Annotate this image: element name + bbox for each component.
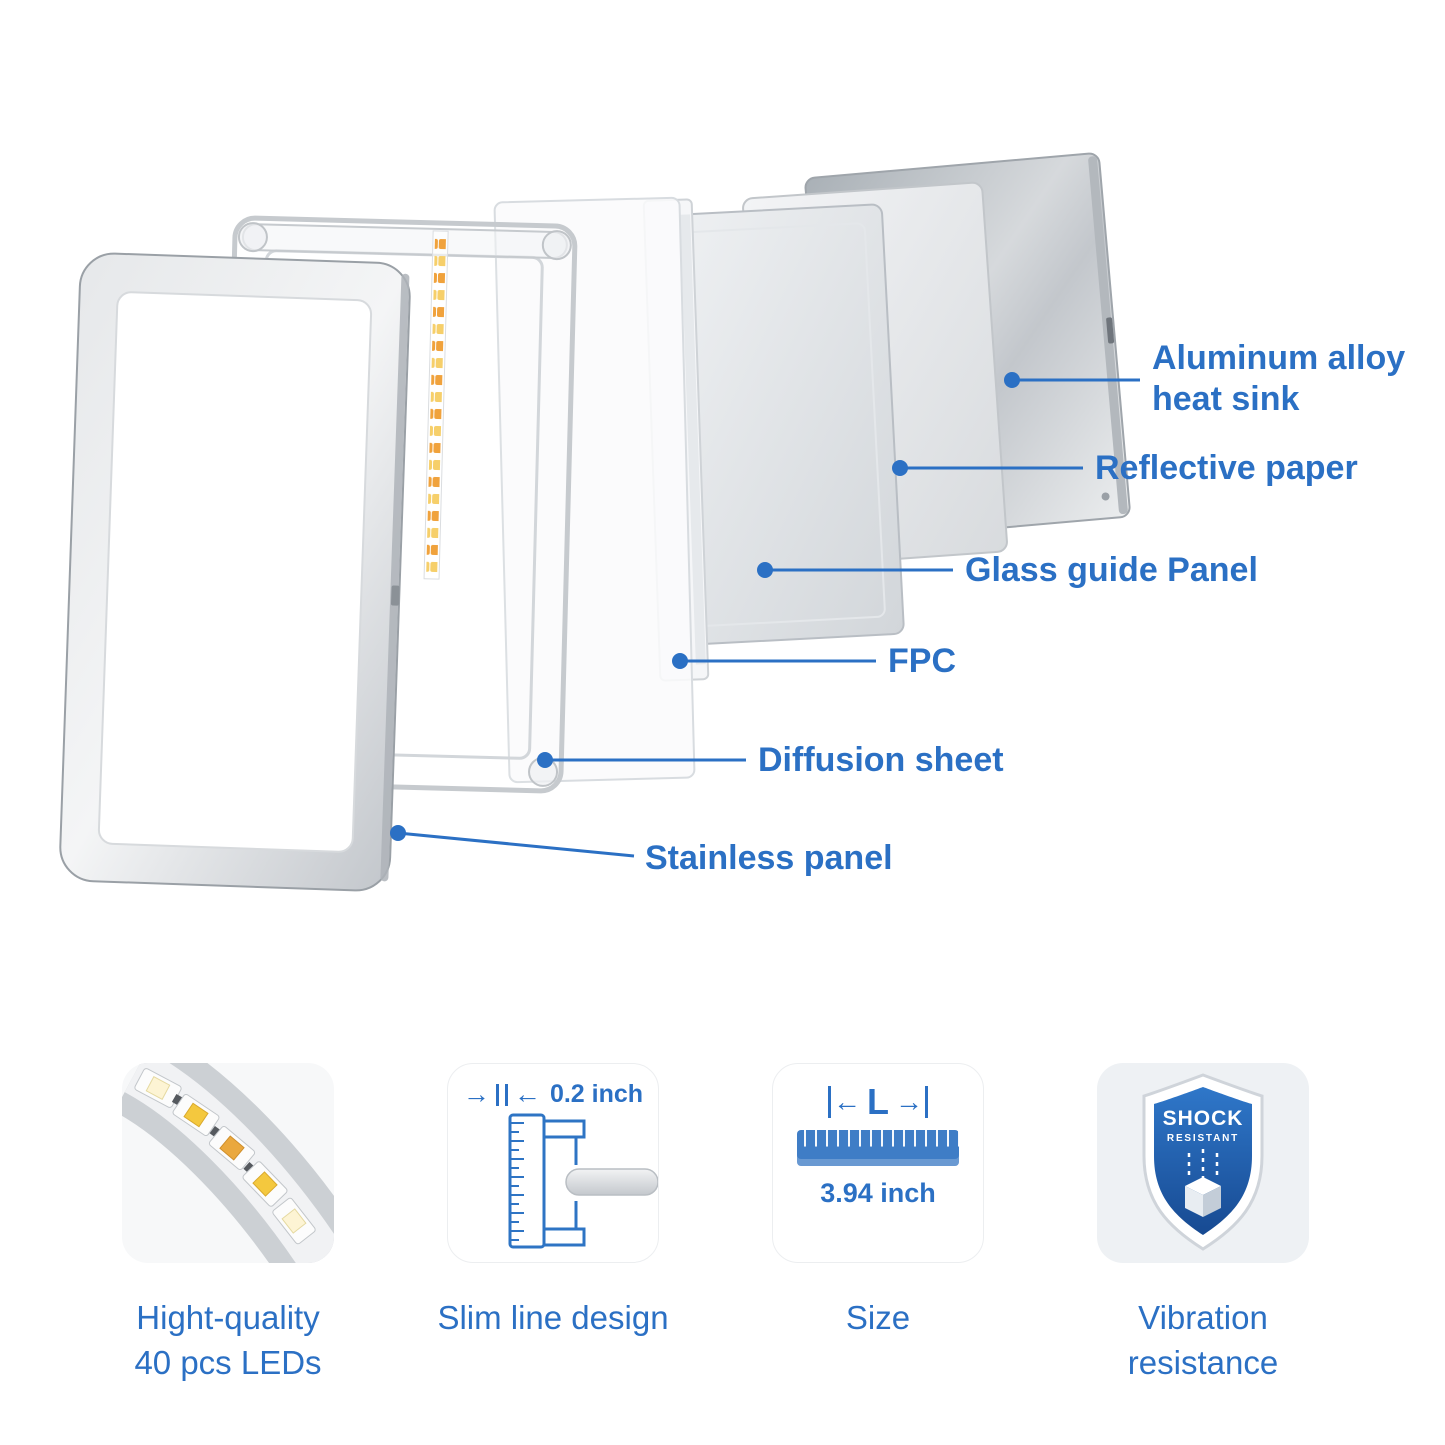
caption-text: Vibration [1138,1299,1268,1336]
dimension-label: L [867,1081,889,1122]
callout-label-fpc: FPC [888,641,956,682]
caption-size: Size [846,1295,910,1340]
callout-text: heat sink [1152,380,1300,418]
caption-leds: Hight-quality 40 pcs LEDs [134,1295,321,1385]
callout-text: FPC [888,642,956,680]
caption-text: resistance [1127,1344,1279,1381]
caption-text: Slim line design [437,1299,669,1336]
callout-label-diffusion-sheet: Diffusion sheet [758,740,1004,781]
panel-edge [565,1168,658,1196]
cube-icon [1185,1177,1221,1217]
callout-lines [397,378,1140,858]
led-chip [134,1068,182,1108]
badge-text-resistant: RESISTANT [1166,1133,1240,1144]
end-bar-icon [925,1086,928,1118]
arrow-left-icon: ← [833,1086,861,1117]
callout-text: Aluminum alloy [1152,339,1406,377]
led-chip [172,1093,220,1137]
arrow-right-icon: → [462,1079,490,1109]
length-measurement: ← L → [773,1084,983,1120]
arrow-left-icon: ← [513,1079,541,1109]
callout-text: Reflective paper [1095,449,1358,487]
caption-vibration: Vibration resistance [1128,1295,1278,1385]
size-value: 3.94 inch [820,1178,936,1208]
end-bar-icon [828,1086,831,1118]
diffusion-sheet-layer [493,196,696,784]
led-chip [208,1126,256,1170]
thickness-value: 0.2 inch [549,1080,644,1108]
callout-label-heat-sink: Aluminum alloy heat sink [1152,338,1405,420]
thickness-measurement: → ← 0.2 inch [448,1080,658,1109]
caption-text: Hight-quality [136,1299,320,1336]
led-chip [272,1197,316,1245]
stainless-panel-layer [59,252,411,892]
caption-text: Size [845,1299,911,1336]
caption-text: 40 pcs LEDs [134,1344,322,1381]
feature-card-size: ← L → 3.94 inch [772,1063,984,1263]
callout-text: Diffusion sheet [758,741,1004,779]
gap-bars-icon [493,1083,511,1106]
feature-card-leds [122,1063,334,1263]
caliper-drawing [508,1113,658,1249]
callout-dots [390,372,1020,841]
led-strip [423,230,449,580]
led-chip [242,1161,288,1207]
shock-resistant-shield-icon [1142,1073,1264,1251]
caption-slim: Slim line design [437,1295,668,1340]
callout-label-glass-guide: Glass guide Panel [965,550,1258,591]
callout-label-reflective-paper: Reflective paper [1095,448,1358,489]
callout-text: Stainless panel [645,839,893,877]
led-strip-photo [122,1063,334,1263]
callout-text: Glass guide Panel [965,551,1258,589]
callout-label-stainless-panel: Stainless panel [645,838,893,879]
feature-card-slim: → ← 0.2 inch [447,1063,659,1263]
badge-text-shock: SHOCK [1162,1107,1244,1130]
arrow-right-icon: → [895,1086,923,1117]
ruler-icon [797,1130,959,1166]
feature-card-vibration: SHOCK RESISTANT [1097,1063,1309,1263]
